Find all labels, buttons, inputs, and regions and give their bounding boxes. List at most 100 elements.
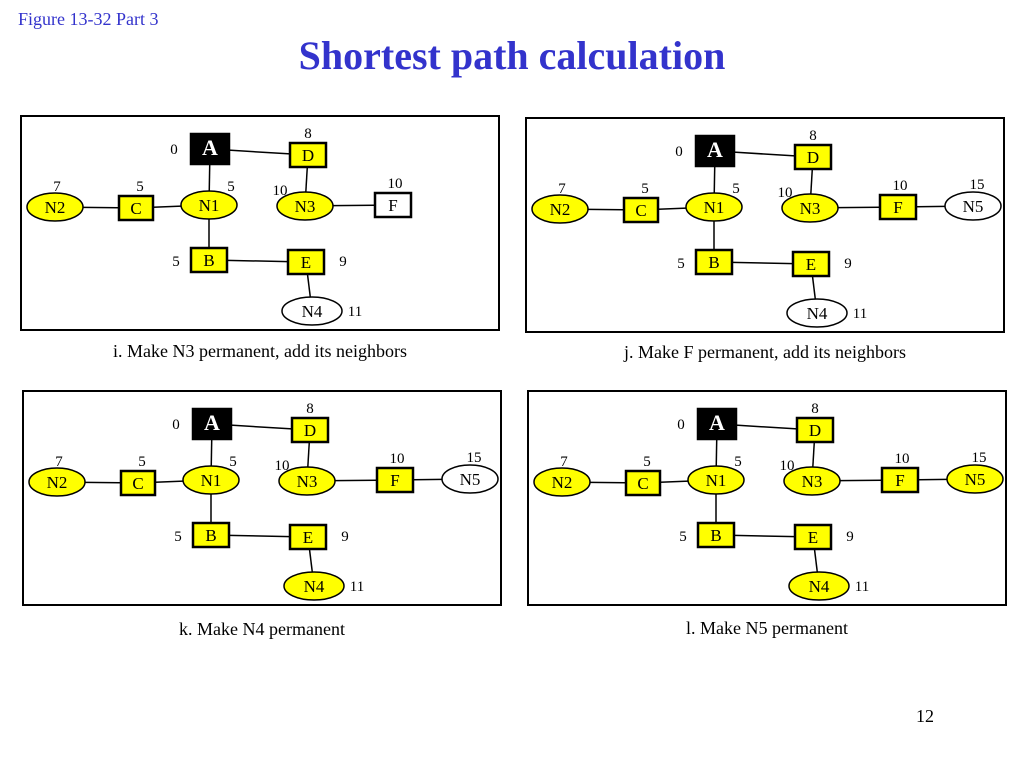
node-distance-b: 5 [174,529,182,545]
node-label-n4: N4 [302,302,323,321]
node-f: F 10 [373,176,413,219]
node-a: A0 [677,407,738,441]
node-shape-f [375,466,415,494]
edge-a-d [228,149,291,155]
caption-panel-i: i. Make N3 permanent, add its neighbors [113,341,407,361]
node-label-f: F [388,196,397,215]
node-label-b: B [205,526,216,545]
node-label-n5: N5 [965,470,986,489]
node-shape-c [117,194,155,222]
node-d: D8 [793,128,833,171]
node-f: F10 [878,178,918,221]
edge-a-d [733,151,796,157]
node-distance-a: 0 [677,417,685,433]
node-shape-c [119,469,157,497]
edge-b-e [731,261,794,265]
node-shape-n1 [180,190,238,220]
edge-a-d [230,424,293,430]
node-shape-e [793,523,833,551]
node-shape-d [290,416,330,444]
node-label-e: E [806,255,816,274]
node-distance-n2: 7 [53,179,61,195]
node-shape-b [696,521,736,549]
node-distance-b: 5 [172,254,180,270]
node-distance-n4: 11 [855,579,869,595]
caption-panel-j: j. Make F permanent, add its neighbors [624,342,906,362]
node-distance-b: 5 [679,529,687,545]
node-shape-a [189,132,231,166]
node-shape-c [622,196,660,224]
node-label-f: F [895,471,904,490]
node-label-b: B [708,253,719,272]
node-distance-n5: 15 [970,177,985,193]
node-distance-f: 10 [893,178,908,194]
node-shape-n3 [781,193,839,223]
node-shape-e [288,523,328,551]
node-b: B5 [172,246,229,274]
node-shape-e [791,250,831,278]
node-n1: N15 [182,454,240,495]
node-shape-n5 [441,464,499,494]
node-label-a: A [707,137,723,162]
node-label-f: F [390,471,399,490]
node-shape-n3 [278,466,336,496]
node-shape-n4 [788,571,850,601]
node-shape-a [694,134,736,168]
node-n1: N15 [180,179,238,220]
edge-a-d [735,424,798,430]
node-distance-b: 5 [677,256,685,272]
node-shape-d [793,143,833,171]
node-distance-e: 9 [339,254,347,270]
node-distance-f: 10 [388,176,403,192]
page-number: 12 [916,706,934,726]
node-distance-n4: 11 [350,579,364,595]
node-distance-n3: 10 [275,458,290,474]
node-label-c: C [637,474,648,493]
node-label-n4: N4 [807,304,828,323]
node-label-n3: N3 [802,472,823,491]
node-label-n1: N1 [706,471,727,490]
node-c: C5 [119,454,157,497]
node-distance-c: 5 [136,179,144,195]
edge-c-n1 [152,205,182,209]
node-n2: N27 [26,179,84,222]
edge-b-e [228,534,291,538]
node-label-e: E [808,528,818,547]
node-shape-f [373,191,413,219]
slide-title: Shortest path calculation [298,33,726,78]
node-shape-n4 [283,571,345,601]
node-d: D8 [795,401,835,444]
node-shape-n4 [281,296,343,326]
node-label-n1: N1 [704,198,725,217]
node-label-n3: N3 [800,199,821,218]
node-shape-n2 [26,192,84,222]
node-label-d: D [304,421,316,440]
node-label-n2: N2 [552,473,573,492]
node-shape-b [694,248,734,276]
node-label-n5: N5 [460,470,481,489]
node-a: A0 [172,407,233,441]
node-shape-n1 [685,192,743,222]
node-d: D8 [290,401,330,444]
node-distance-e: 9 [844,256,852,272]
node-shape-b [191,521,231,549]
node-distance-n4: 11 [348,304,362,320]
node-shape-f [878,193,918,221]
node-n2: N27 [533,454,591,497]
edge-d-n3 [305,166,309,193]
node-n2: N27 [531,181,589,224]
node-b: B5 [679,521,736,549]
edge-c-n1 [657,207,687,211]
node-label-a: A [204,410,220,435]
